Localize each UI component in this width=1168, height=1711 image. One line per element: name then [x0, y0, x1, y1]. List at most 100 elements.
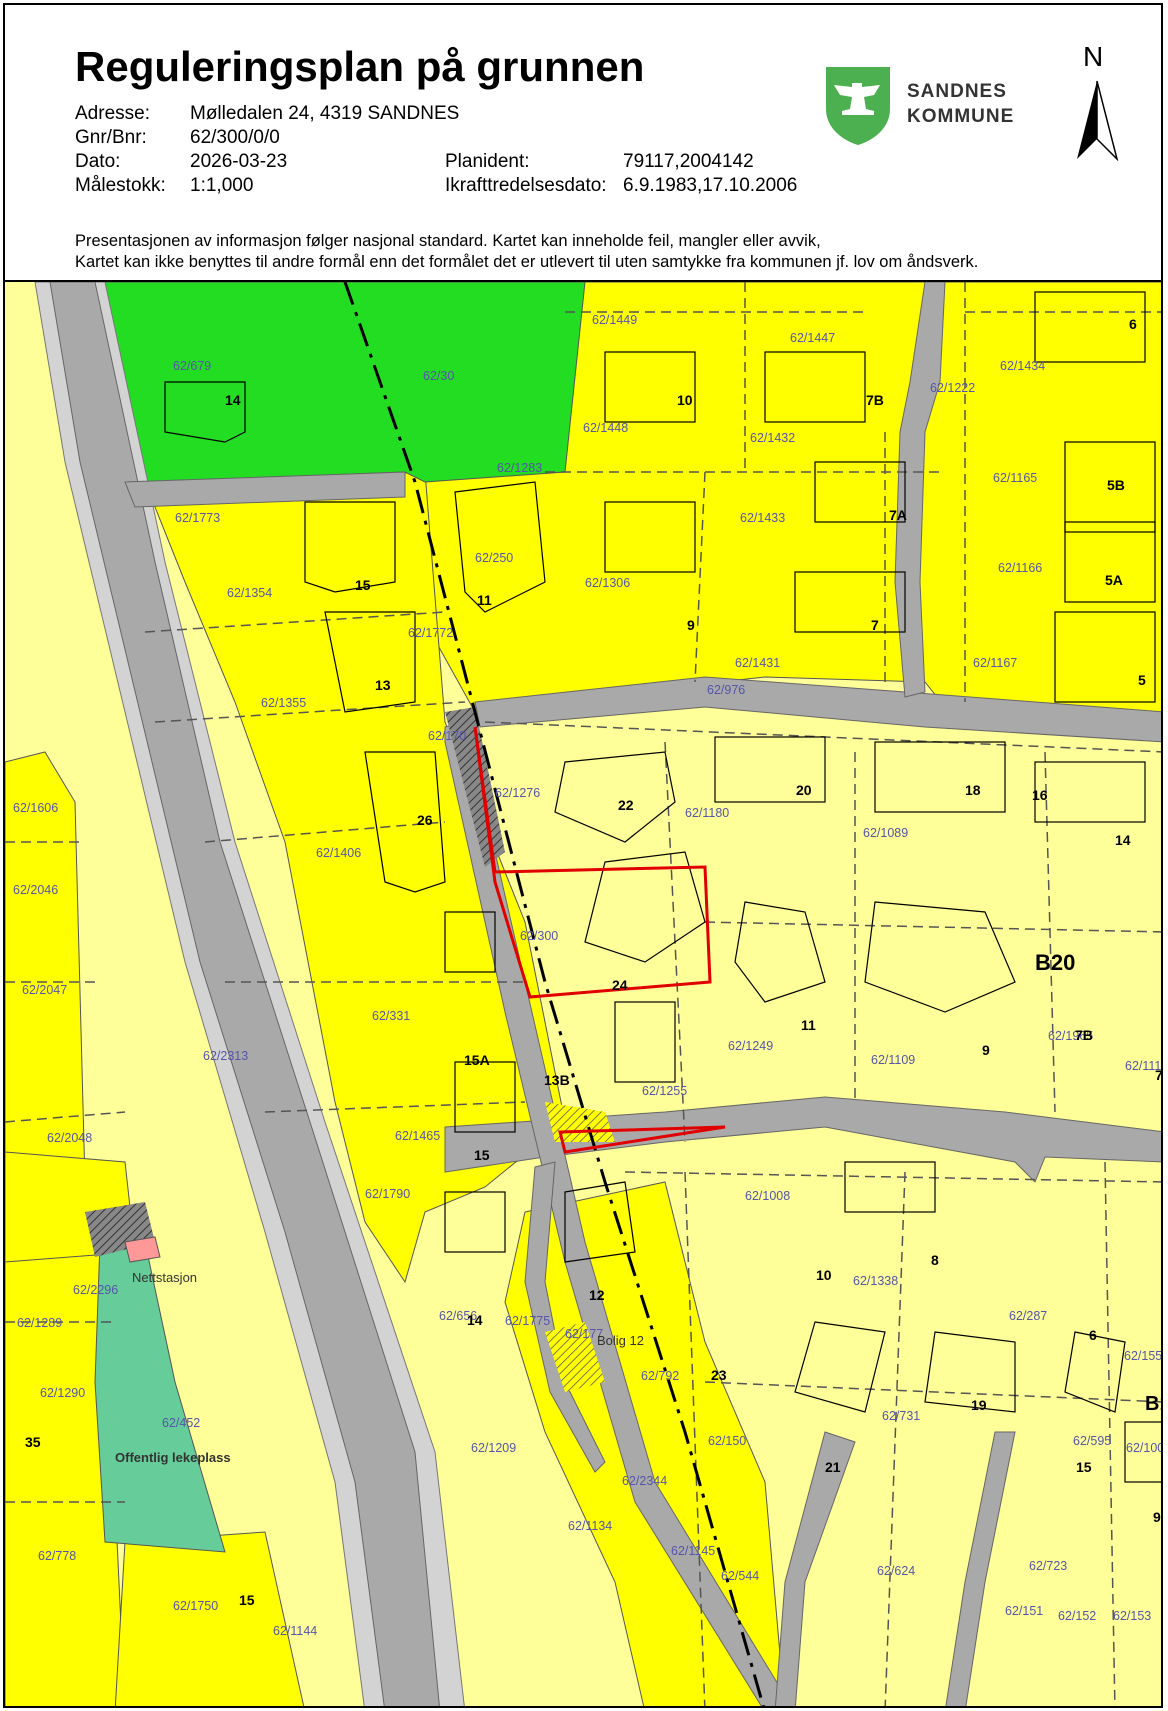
ikraft-label: Ikrafttredelsesdato: [445, 175, 607, 196]
parcel-label: 62/1432 [750, 431, 795, 445]
parcel-label: 62/2296 [73, 1283, 118, 1297]
parcel-label: 62/151 [1005, 1604, 1043, 1618]
highlighted-parcel-62-300[interactable] [473, 726, 712, 999]
house-number: 15 [474, 1147, 490, 1163]
parcel-label: 62/1290 [40, 1386, 85, 1400]
house-number: 7A [889, 507, 907, 523]
house-number: 6 [1129, 316, 1137, 332]
house-number: 15 [239, 1592, 255, 1608]
disclaimer-line-1: Presentasjonen av informasjon følger nas… [75, 232, 821, 250]
house-number: 16 [1032, 787, 1048, 803]
house-number: 20 [796, 782, 812, 798]
zone-labels: Nettstasjon Offentlig lekeplass Bolig 12 [115, 1270, 644, 1465]
nettstasjon-label: Nettstasjon [132, 1270, 197, 1285]
parcel-label: 62/452 [162, 1416, 200, 1430]
parcel-label: 62/976 [707, 683, 745, 697]
residential-zones [5, 282, 1161, 1706]
parcel-label: 62/155 [1124, 1349, 1161, 1363]
house-number: 24 [612, 977, 628, 993]
house-number: 35 [25, 1434, 41, 1450]
parcel-label: 62/1209 [471, 1441, 516, 1455]
parcel-label: 62/1134 [568, 1519, 612, 1533]
main-road [34, 282, 465, 1706]
gnr-value: 62/300/0/0 [190, 127, 280, 148]
house-number: 5 [1138, 672, 1146, 688]
zoning-map[interactable]: 62/1449 62/1447 62/1434 62/679 62/30 62/… [5, 282, 1161, 1708]
house-number: 14 [467, 1312, 483, 1328]
parcel-label: 62/1167 [973, 656, 1017, 670]
date-label: Dato: [75, 151, 121, 172]
parcel-label: 62/679 [173, 359, 211, 373]
scale-value: 1:1,000 [190, 175, 254, 196]
house-number: 9 [1153, 1509, 1161, 1525]
parcel-label: 62/331 [372, 1009, 410, 1023]
house-number: 7B [1075, 1027, 1093, 1043]
map-area[interactable]: 62/1449 62/1447 62/1434 62/679 62/30 62/… [5, 280, 1161, 1708]
parcel-label: 62/1965 [1048, 1029, 1093, 1043]
parcel-label: 62/1606 [13, 801, 58, 815]
header: Reguleringsplan på grunnen Adresse: Møll… [5, 5, 1161, 280]
house-number: 7 [1155, 1067, 1161, 1083]
parcel-label: 62/1433 [740, 511, 785, 525]
bolig-label: Bolig 12 [597, 1333, 644, 1348]
house-number: 21 [825, 1459, 841, 1475]
house-number: 15 [355, 577, 371, 593]
parcel-label: 62/792 [641, 1369, 679, 1383]
address-value: Mølledalen 24, 4319 SANDNES [190, 103, 460, 124]
ikraft-value: 6.9.1983,17.10.2006 [623, 175, 798, 196]
parcel-label: 62/1431 [735, 656, 780, 670]
house-number: 13B [544, 1072, 570, 1088]
parcel-label: 62/1008 [745, 1189, 790, 1203]
highlighted-parcel-strip [558, 1125, 726, 1154]
disclaimer-line-2: Kartet kan ikke benyttes til andre formå… [75, 253, 979, 271]
house-number: 26 [417, 812, 433, 828]
house-number: 13 [375, 677, 391, 693]
house-number: 9 [982, 1042, 990, 1058]
scale-label: Målestokk: [75, 175, 166, 196]
house-number: 10 [816, 1267, 832, 1283]
parcel-label: 62/1355 [261, 696, 306, 710]
parcel-label: 62/778 [38, 1549, 76, 1563]
parcel-label: 62/152 [1058, 1609, 1096, 1623]
parcel-labels: 62/1449 62/1447 62/1434 62/679 62/30 62/… [13, 313, 1161, 1638]
house-number: 15 [1076, 1459, 1092, 1475]
parcel-label: 62/1775 [505, 1314, 550, 1328]
house-number: 9 [687, 617, 695, 633]
house-number: 8 [931, 1252, 939, 1268]
parcel-label: 62/300 [520, 929, 558, 943]
building-footprints [164, 291, 1161, 1483]
parcel-label: 62/544 [721, 1569, 759, 1583]
house-number: 6 [1089, 1327, 1097, 1343]
north-arrow-icon [1077, 80, 1119, 161]
house-number: 12 [589, 1287, 605, 1303]
parcel-label: 62/595 [1073, 1434, 1111, 1448]
parcel-label: 62/1306 [585, 576, 630, 590]
map-sheet: Reguleringsplan på grunnen Adresse: Møll… [3, 3, 1163, 1708]
logo-line-1: SANDNES [907, 81, 1007, 102]
parcel-label: 62/250 [475, 551, 513, 565]
parcel-label: 62/177 [565, 1327, 603, 1341]
parcel-label: 62/2048 [47, 1131, 92, 1145]
house-number: 7 [871, 617, 879, 633]
parcel-label: 62/1145 [671, 1544, 715, 1558]
house-number: 10 [677, 392, 693, 408]
planident-label: Planident: [445, 151, 530, 172]
house-number: 22 [618, 797, 634, 813]
parcel-label: 62/100 [1126, 1441, 1161, 1455]
house-number: 15A [464, 1052, 490, 1068]
house-number: 18 [965, 782, 981, 798]
parcel-label: 62/1448 [583, 421, 628, 435]
north-arrow: N [1067, 41, 1127, 161]
parcel-label: 62/287 [1009, 1309, 1047, 1323]
parcel-label: 62/1773 [175, 511, 220, 525]
parcel-label: 62/1165 [993, 471, 1037, 485]
parcel-label: 62/1338 [853, 1274, 898, 1288]
parcel-label: 62/624 [877, 1564, 915, 1578]
parcel-label: 62/1222 [930, 381, 975, 395]
plan-boundary [343, 282, 765, 1706]
parcel-label: 62/1255 [642, 1084, 687, 1098]
parcel-label: 62/1434 [1000, 359, 1045, 373]
house-number: 11 [477, 592, 492, 608]
parcel-label: 62/1449 [592, 313, 637, 327]
date-value: 2026-03-23 [190, 151, 288, 172]
